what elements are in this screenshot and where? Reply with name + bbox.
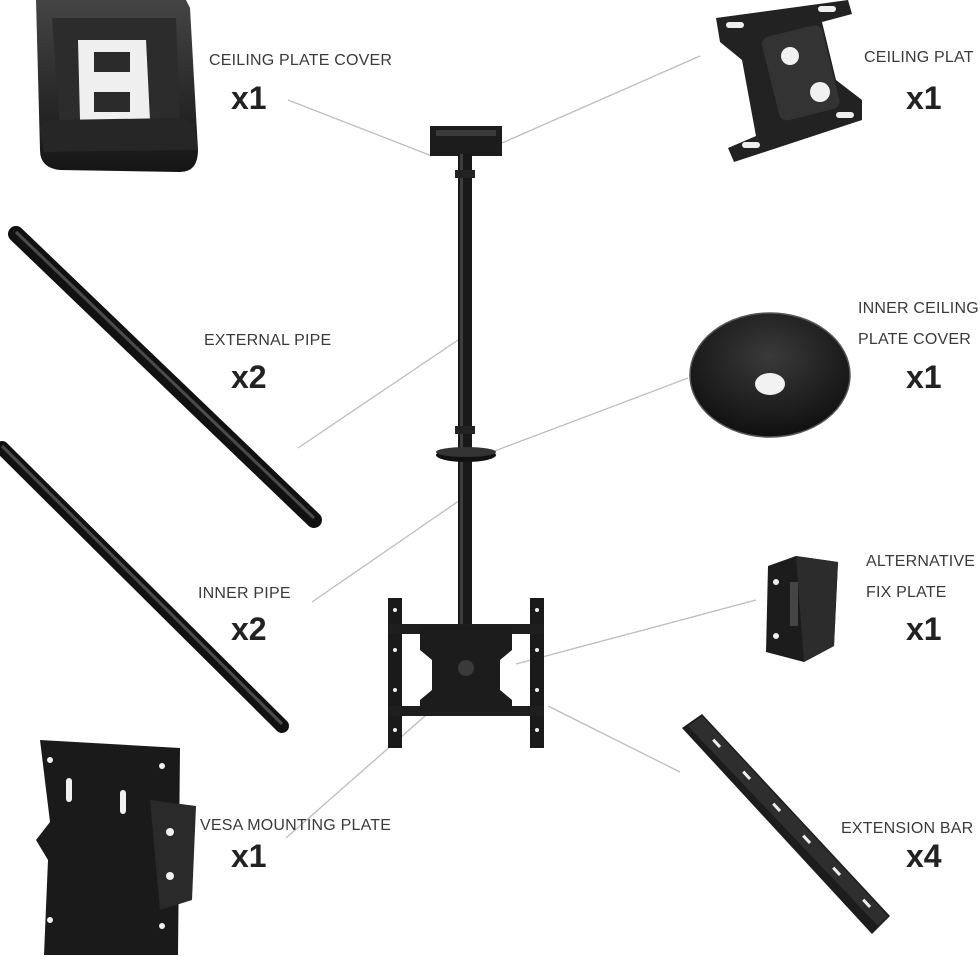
assembled-mount-illustration (388, 126, 544, 748)
external-pipe-qty: x2 (231, 359, 267, 395)
leader-line-inner-ceiling-plate-cover (491, 377, 689, 453)
inner-ceiling-plate-cover-illustration (689, 312, 851, 438)
vesa-mounting-plate-qty: x1 (231, 838, 267, 874)
ceiling-plate-cover-illustration (36, 0, 198, 172)
extension-bar-name: EXTENSION BAR (841, 820, 974, 837)
inner-pipe-qty: x2 (231, 611, 267, 647)
leader-lines (285, 55, 757, 839)
leader-line-ceiling-plate-cover (287, 99, 433, 157)
extension-bar-illustration (682, 714, 890, 934)
vesa-mounting-plate-illustration (36, 740, 196, 955)
alternative-fix-plate-name-line2: FIX PLATE (866, 584, 947, 601)
leader-line-ceiling-plate (501, 55, 701, 144)
ceiling-plate-name: CEILING PLAT (864, 49, 974, 66)
leader-line-extension-bar (547, 705, 681, 773)
vesa-mounting-plate-name: VESA MOUNTING PLATE (200, 817, 392, 834)
alternative-fix-plate-illustration (766, 556, 838, 662)
inner-pipe-illustration (0, 441, 289, 733)
ceiling-plate-illustration (716, 0, 862, 162)
leader-line-external-pipe (297, 335, 465, 449)
external-pipe-illustration (8, 226, 322, 528)
ceiling-plate-cover-name: CEILING PLATE COVER (209, 52, 393, 69)
external-pipe-name: EXTERNAL PIPE (204, 332, 332, 349)
ceiling-plate-cover-qty: x1 (231, 80, 267, 116)
alternative-fix-plate-name-line1: ALTERNATIVE (866, 553, 976, 570)
inner-ceiling-plate-cover-name-line1: INNER CEILING (858, 300, 979, 317)
inner-pipe-name: INNER PIPE (198, 585, 291, 602)
leader-line-alternative-fix-plate (515, 599, 757, 665)
extension-bar-qty: x4 (906, 838, 942, 874)
leader-line-inner-pipe (311, 497, 464, 603)
inner-ceiling-plate-cover-qty: x1 (906, 359, 942, 395)
leader-line-vesa-mounting-plate (285, 693, 451, 839)
alternative-fix-plate-qty: x1 (906, 611, 942, 647)
ceiling-plate-qty: x1 (906, 80, 942, 116)
inner-ceiling-plate-cover-name-line2: PLATE COVER (858, 331, 972, 348)
